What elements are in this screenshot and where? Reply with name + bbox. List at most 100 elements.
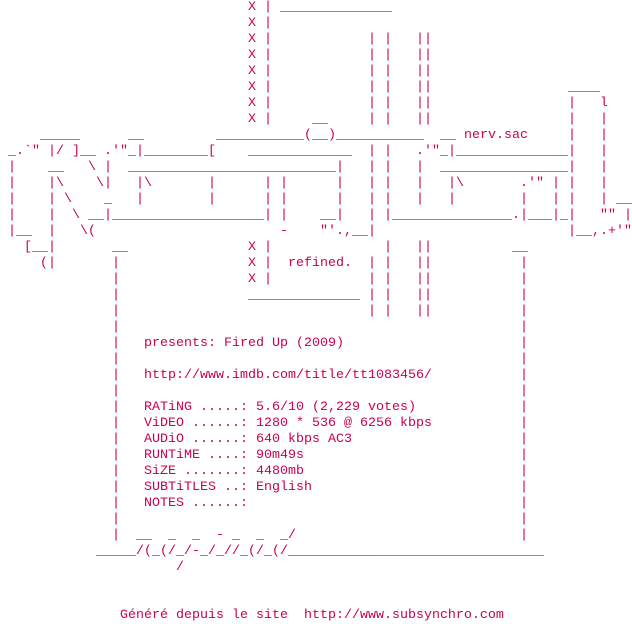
art-line: __________________(__)_____________nerv.… — [0, 128, 632, 144]
art-fragment: | — [384, 176, 392, 191]
art-fragment: | — [48, 208, 56, 223]
art-fragment: _ — [168, 528, 176, 543]
art-fragment: | — [112, 352, 120, 367]
art-fragment: | — [112, 448, 120, 463]
art-line: || — [0, 400, 632, 416]
art-fragment: | — [112, 256, 120, 271]
art-fragment: | — [384, 240, 392, 255]
art-fragment: _____________ — [248, 144, 352, 159]
art-fragment: | — [336, 192, 344, 207]
art-fragment: | — [448, 192, 456, 207]
art-fragment: | — [8, 160, 16, 175]
field-label: AUDiO ......: — [144, 432, 248, 447]
art-fragment: || — [416, 304, 432, 319]
art-fragment: | — [600, 144, 608, 159]
field-video: ViDEO ......: 1280 * 536 @ 6256 kbps — [144, 416, 432, 432]
art-fragment: X — [248, 48, 256, 63]
field-label: SUBTiTLES ..: — [144, 480, 248, 495]
art-fragment: | — [568, 192, 576, 207]
art-line: || — [0, 448, 632, 464]
art-fragment: X — [248, 240, 256, 255]
art-fragment: ]__ — [72, 144, 96, 159]
art-fragment: | — [368, 48, 376, 63]
art-fragment: | — [112, 384, 120, 399]
art-fragment: | — [568, 128, 576, 143]
art-fragment: | — [520, 400, 528, 415]
art-fragment: / — [176, 560, 184, 575]
art-fragment: __ — [136, 528, 152, 543]
art-fragment: X — [248, 256, 256, 271]
art-fragment: | — [112, 464, 120, 479]
footer-link[interactable]: http://www.subsynchro.com — [303, 608, 504, 623]
art-fragment: | — [520, 416, 528, 431]
art-fragment: _ — [192, 528, 200, 543]
art-fragment: X — [248, 80, 256, 95]
art-fragment: | — [8, 192, 16, 207]
art-line: || — [0, 480, 632, 496]
art-fragment: || — [416, 240, 432, 255]
field-value: 5.6/10 (2,229 votes) — [255, 400, 416, 415]
art-fragment: | — [368, 80, 376, 95]
art-fragment: | — [520, 272, 528, 287]
art-fragment: | — [368, 144, 376, 159]
art-fragment: | — [368, 256, 376, 271]
art-fragment: | — [520, 256, 528, 271]
art-line: || — [0, 352, 632, 368]
art-fragment: | — [264, 176, 272, 191]
art-fragment: "'.,__| — [320, 224, 376, 239]
art-line: || — [0, 512, 632, 528]
art-fragment: || — [416, 96, 432, 111]
art-fragment: | — [368, 64, 376, 79]
art-fragment: | — [368, 304, 376, 319]
art-fragment: | — [384, 144, 392, 159]
art-fragment: | — [112, 368, 120, 383]
art-fragment: | — [520, 352, 528, 367]
art-fragment: | — [112, 416, 120, 431]
art-fragment: | — [112, 480, 120, 495]
field-rating: RATiNG .....: 5.6/10 (2,229 votes) — [144, 400, 416, 416]
art-fragment: | — [280, 176, 288, 191]
art-fragment: || — [416, 256, 432, 271]
field-runtime: RUNTiME ....: 90m49s — [144, 448, 304, 464]
ascii-art-logo: X|______________X|X|||||X|||||X|||||X|||… — [0, 0, 632, 575]
art-fragment: |__,.+'" — [568, 224, 632, 239]
art-fragment: refined. — [288, 256, 352, 271]
art-fragment: || — [416, 288, 432, 303]
field-value: 4480mb — [255, 464, 304, 479]
art-fragment: | — [520, 464, 528, 479]
field-label: RUNTiME ....: — [144, 448, 248, 463]
art-fragment: | — [112, 400, 120, 415]
art-line: || — [0, 432, 632, 448]
art-fragment: |\ — [448, 176, 464, 191]
art-line: || — [0, 384, 632, 400]
art-fragment: [__| — [24, 240, 56, 255]
art-fragment: | — [136, 192, 144, 207]
art-fragment: _ — [256, 528, 264, 543]
art-line: X|||||____ — [0, 80, 632, 96]
art-fragment: | — [384, 64, 392, 79]
art-fragment: | — [600, 176, 608, 191]
art-fragment: |/ — [48, 144, 64, 159]
imdb-link[interactable]: http://www.imdb.com/title/tt1083456/ — [144, 368, 432, 383]
art-fragment: | — [368, 176, 376, 191]
art-line: X||||| — [0, 32, 632, 48]
field-subtitles: SUBTiTLES ..: English — [144, 480, 312, 496]
art-fragment: | — [416, 176, 424, 191]
art-fragment: "" — [600, 208, 616, 223]
art-fragment: | — [384, 160, 392, 175]
footer-text: Généré depuis le site — [120, 608, 288, 623]
art-fragment: __ — [616, 192, 632, 207]
art-fragment: | — [552, 176, 560, 191]
art-fragment: | — [368, 112, 376, 127]
art-fragment: | — [280, 208, 288, 223]
art-fragment: | — [112, 272, 120, 287]
art-fragment: | — [600, 160, 608, 175]
art-line: _____/(_(/_/-_/_//_(/_(/________________… — [0, 544, 632, 560]
art-fragment: | — [208, 176, 216, 191]
art-line: ||\_|||||||||||||__ — [0, 192, 632, 208]
art-fragment: - — [280, 224, 288, 239]
art-fragment: || — [416, 80, 432, 95]
art-fragment: | — [264, 32, 272, 47]
art-fragment: X — [248, 272, 256, 287]
art-line: || — [0, 320, 632, 336]
